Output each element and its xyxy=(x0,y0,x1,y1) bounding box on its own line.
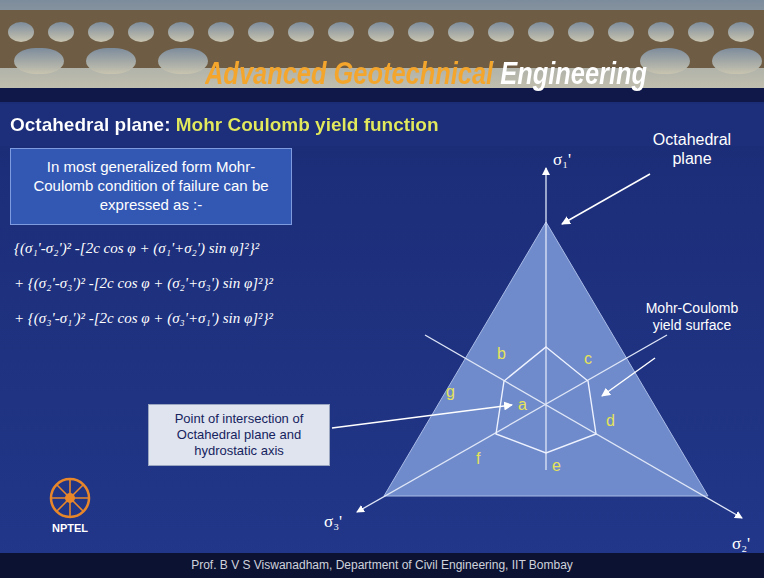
axis-label: σ₂' xyxy=(732,534,750,554)
point-letter: d xyxy=(606,412,615,430)
course-banner-title: Advanced Geotechnical Engineering xyxy=(205,56,647,92)
footer-credit: Prof. B V S Viswanadham, Department of C… xyxy=(0,558,764,572)
heading-band xyxy=(0,104,764,146)
stress-axes xyxy=(357,168,742,518)
callout-box: Point of intersection of Octahedral plan… xyxy=(148,404,330,466)
bridge-banner xyxy=(0,0,764,102)
nptel-logo xyxy=(51,479,89,517)
point-letter: e xyxy=(552,457,561,475)
mohr-coulomb-hexagon xyxy=(496,347,596,453)
slide-heading: Octahedral plane: Mohr Coulomb yield fun… xyxy=(10,114,439,136)
point-letter: a xyxy=(518,396,527,414)
equation-line: + {(σ₂'-σ₃')² -[2c cos φ + (σ₂'+σ₃') sin… xyxy=(14,275,273,292)
leader-lines xyxy=(332,174,655,428)
point-letter: c xyxy=(584,350,592,368)
point-letter: f xyxy=(476,450,480,468)
box-text: Point of intersection of Octahedral plan… xyxy=(155,411,323,459)
axis-label: σ₁' xyxy=(553,150,571,170)
logo-text: NPTEL xyxy=(52,522,88,534)
footer-band xyxy=(0,553,764,578)
point-letter: g xyxy=(446,383,455,401)
equation-line: {(σ₁'-σ₂')² -[2c cos φ + (σ₁'+σ₂') sin φ… xyxy=(14,240,259,257)
axis-label: σ₃' xyxy=(324,512,342,532)
point-letter: b xyxy=(497,345,506,363)
surface-label: Mohr-Coulomb yield surface xyxy=(640,300,744,334)
box-text: In most generalized form Mohr-Coulomb co… xyxy=(20,158,282,214)
statement-box: In most generalized form Mohr-Coulomb co… xyxy=(10,148,292,225)
equation-line: + {(σ₃'-σ₁')² -[2c cos φ + (σ₃'+σ₁') sin… xyxy=(14,310,273,327)
plane-label: Octahedral plane xyxy=(640,130,744,168)
